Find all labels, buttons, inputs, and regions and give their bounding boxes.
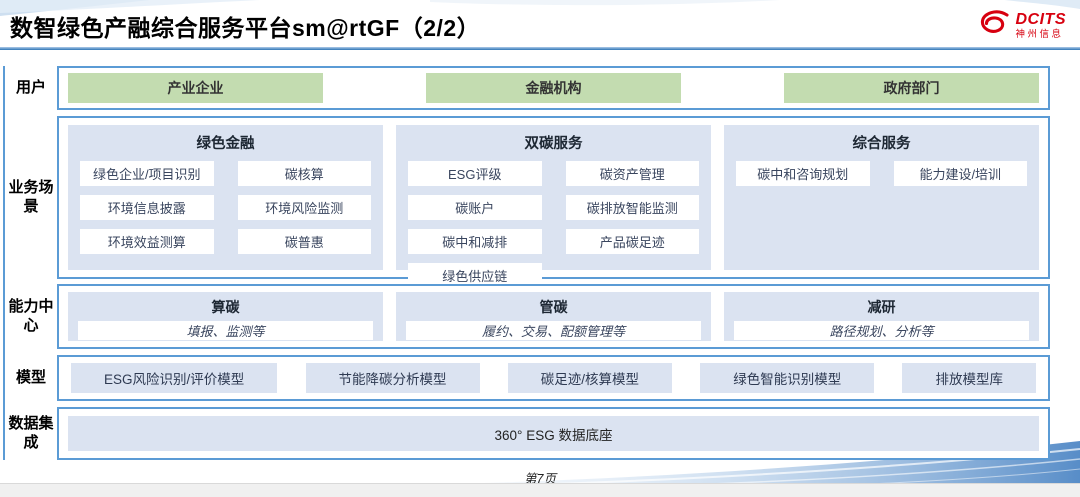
panel-dual-carbon: 双碳服务 ESG评级 碳资产管理 碳账户 碳排放智能监测 碳中和减排 产品碳足迹… (396, 125, 711, 288)
row-data-integration: 数据集成 360° ESG 数据底座 (5, 407, 1050, 460)
scenario-item: 碳资产管理 (565, 161, 699, 186)
panel-title: 双碳服务 (524, 136, 583, 152)
panel-items: ESG评级 碳资产管理 碳账户 碳排放智能监测 碳中和减排 产品碳足迹 绿色供应… (404, 161, 703, 288)
esg-data-base: 360° ESG 数据底座 (68, 416, 1039, 451)
scenario-item: 环境效益测算 (80, 229, 214, 254)
scenario-item: 环境风险监测 (237, 195, 371, 220)
row-scenarios: 业务场景 绿色金融 绿色企业/项目识别 碳核算 环境信息披露 环境风险监测 环境… (5, 116, 1050, 288)
scenario-item: 碳中和咨询规划 (736, 161, 870, 186)
scenario-item: 绿色供应链 (408, 263, 542, 288)
panel-title: 综合服务 (852, 136, 911, 152)
row-label-users: 用户 (15, 78, 46, 96)
panel-title: 绿色金融 (196, 136, 255, 152)
row-label-data-integration: 数据集成 (8, 414, 54, 451)
users-box: 产业企业 金融机构 政府部门 (57, 66, 1050, 110)
page-title: 数智绿色产融综合服务平台sm@rtGF（2/2） (10, 15, 481, 41)
dcits-swoosh-icon (979, 10, 1011, 42)
capability-title: 算碳 (211, 299, 240, 315)
model-carbon-footprint: 碳足迹/核算模型 (507, 363, 672, 393)
scenarios-box: 绿色金融 绿色企业/项目识别 碳核算 环境信息披露 环境风险监测 环境效益测算 … (57, 116, 1050, 288)
title-underline (0, 47, 1080, 50)
scenario-item: 碳排放智能监测 (565, 195, 699, 220)
data-integration-box: 360° ESG 数据底座 (57, 407, 1050, 460)
row-label-capabilities: 能力中心 (8, 297, 54, 334)
capability-desc: 履约、交易、配额管理等 (406, 321, 701, 340)
row-models: 模型 ESG风险识别/评价模型 节能降碳分析模型 碳足迹/核算模型 绿色智能识别… (5, 355, 1050, 401)
architecture-diagram: 用户 产业企业 金融机构 政府部门 业务场景 绿色金融 绿色企业/项目识别 碳核… (5, 66, 1050, 460)
bottom-strip (0, 483, 1080, 497)
capabilities-box: 算碳 填报、监测等 管碳 履约、交易、配额管理等 减研 路径规划、分析等 (57, 284, 1050, 349)
user-group-government: 政府部门 (784, 73, 1039, 103)
scenario-item: 碳中和减排 (408, 229, 542, 254)
scenario-item: 碳普惠 (237, 229, 371, 254)
row-label-scenarios: 业务场景 (8, 178, 54, 215)
model-green-ai: 绿色智能识别模型 (700, 363, 875, 393)
model-esg-risk: ESG风险识别/评价模型 (71, 363, 278, 393)
scenario-item: ESG评级 (408, 161, 542, 186)
capability-title: 减研 (867, 299, 896, 315)
row-label-models: 模型 (15, 368, 46, 386)
model-energy-saving: 节能降碳分析模型 (305, 363, 480, 393)
scenario-item: 环境信息披露 (80, 195, 214, 220)
user-group-finance: 金融机构 (426, 73, 681, 103)
scenario-item: 碳账户 (408, 195, 542, 220)
capability-title: 管碳 (539, 299, 568, 315)
scenario-item: 碳核算 (237, 161, 371, 186)
panel-items: 碳中和咨询规划 能力建设/培训 (732, 161, 1031, 186)
panel-items: 绿色企业/项目识别 碳核算 环境信息披露 环境风险监测 环境效益测算 碳普惠 (76, 161, 375, 254)
scenario-item: 能力建设/培训 (893, 161, 1027, 186)
row-capabilities: 能力中心 算碳 填报、监测等 管碳 履约、交易、配额管理等 减研 路径规划、分析… (5, 284, 1050, 349)
scenario-item: 绿色企业/项目识别 (80, 161, 214, 186)
models-box: ESG风险识别/评价模型 节能降碳分析模型 碳足迹/核算模型 绿色智能识别模型 … (57, 355, 1050, 401)
logo-brand-text: DCITS (1015, 11, 1066, 29)
capability-calc-carbon: 算碳 填报、监测等 (68, 292, 383, 341)
scenario-item: 产品碳足迹 (565, 229, 699, 254)
capability-desc: 路径规划、分析等 (734, 321, 1029, 340)
model-emission-library: 排放模型库 (902, 363, 1036, 393)
logo-sub-text: 神州信息 (1015, 29, 1064, 41)
panel-green-finance: 绿色金融 绿色企业/项目识别 碳核算 环境信息披露 环境风险监测 环境效益测算 … (68, 125, 383, 270)
capability-desc: 填报、监测等 (78, 321, 373, 340)
row-users: 用户 产业企业 金融机构 政府部门 (5, 66, 1050, 110)
capability-reduce-research: 减研 路径规划、分析等 (724, 292, 1039, 341)
capability-manage-carbon: 管碳 履约、交易、配额管理等 (396, 292, 711, 341)
user-group-industry: 产业企业 (68, 73, 323, 103)
dcits-logo: DCITS 神州信息 (979, 10, 1067, 42)
left-accent-line (3, 66, 5, 460)
panel-comprehensive-services: 综合服务 碳中和咨询规划 能力建设/培训 (724, 125, 1039, 270)
